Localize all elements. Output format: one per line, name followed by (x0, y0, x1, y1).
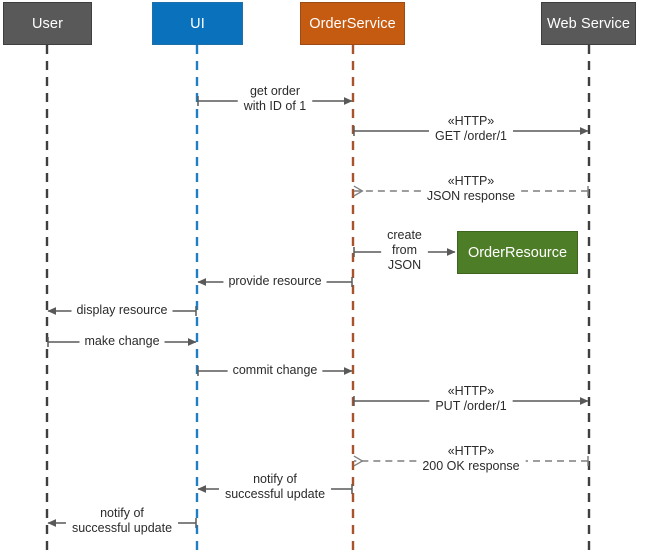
lifelines-group (45, 45, 591, 555)
message-label-line: notify of (253, 472, 297, 486)
message-label-line: from (392, 242, 417, 257)
message-label-line: display resource (76, 302, 168, 317)
message-label-m7: make change (84, 334, 159, 349)
message-label-line: «HTTP» (447, 384, 495, 398)
message-arrows-group (47, 96, 589, 528)
message-label-line: PUT /order/1 (435, 399, 507, 413)
message-label-m3: «HTTP»JSON response (427, 174, 515, 204)
message-label-line: JSON (387, 257, 422, 272)
message-label-line: create (387, 227, 422, 242)
message-label-line: GET /order/1 (434, 129, 508, 143)
message-label-line: commit change (232, 362, 318, 377)
message-label-line: notify of (100, 506, 144, 520)
message-label-line: successful update (224, 487, 326, 501)
message-label-line: get order (249, 84, 301, 98)
participant-user[interactable]: User (3, 2, 92, 45)
object-box-label: OrderResource (467, 244, 568, 261)
message-label-line: with ID of 1 (243, 99, 307, 113)
message-label-line: «HTTP» (447, 114, 495, 128)
participant-orderservice[interactable]: OrderService (300, 2, 405, 45)
message-label-line: «HTTP» (447, 444, 495, 458)
participant-label: User (31, 15, 63, 32)
message-label-m9: «HTTP»PUT /order/1 (435, 384, 506, 414)
message-label-line: successful update (71, 521, 173, 535)
message-label-m10: «HTTP»200 OK response (422, 444, 519, 474)
message-label-m5: provide resource (228, 274, 321, 289)
message-label-line: make change (84, 333, 160, 348)
message-label-line: JSON response (426, 189, 516, 203)
participant-label: UI (190, 15, 205, 32)
message-label-line: 200 OK response (422, 459, 520, 473)
participant-ui[interactable]: UI (152, 2, 243, 45)
participant-label: OrderService (309, 15, 396, 32)
message-label-m8: commit change (233, 363, 318, 378)
message-label-line: «HTTP» (447, 174, 495, 188)
message-label-line: provide resource (228, 273, 322, 288)
participant-webservice[interactable]: Web Service (541, 2, 636, 45)
message-label-m2: «HTTP»GET /order/1 (435, 114, 507, 144)
object-box-orderresource[interactable]: OrderResource (457, 231, 578, 274)
message-label-m6: display resource (76, 303, 167, 318)
participant-label: Web Service (546, 15, 631, 32)
